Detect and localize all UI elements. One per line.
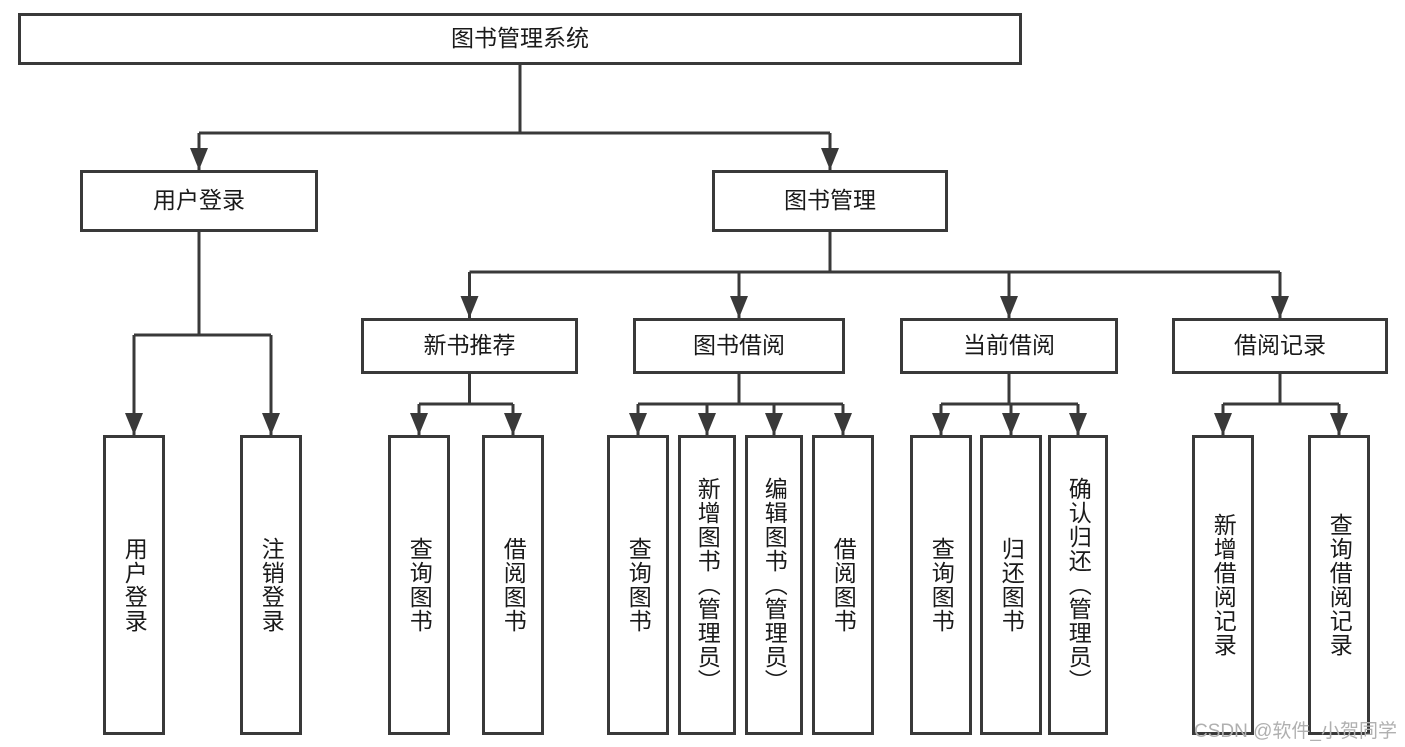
node-box-current-return-book[interactable] [980, 435, 1042, 735]
connector-layer [125, 65, 1348, 435]
node-label-root: 图书管理系统 [451, 25, 589, 51]
node-label-current-borrow: 当前借阅 [963, 332, 1055, 358]
node-box-borrow-record[interactable] [1172, 318, 1388, 374]
arrow-head-current-query-book [932, 413, 950, 435]
node-box-recommend-query-book[interactable] [388, 435, 450, 735]
node-box-borrow-borrow-book[interactable] [812, 435, 874, 735]
node-box-current-confirm-return[interactable] [1048, 435, 1108, 735]
node-box-new-book-recommend[interactable] [361, 318, 578, 374]
arrow-head-user-login-do [125, 413, 143, 435]
arrow-head-current-borrow [1000, 296, 1018, 318]
arrow-head-borrow-borrow-book [834, 413, 852, 435]
arrow-head-record-add [1214, 413, 1232, 435]
node-box-user-login[interactable] [80, 170, 318, 232]
node-box-layer [18, 13, 1388, 735]
node-box-recommend-borrow-book[interactable] [482, 435, 544, 735]
arrow-head-borrow-edit-book [765, 413, 783, 435]
arrow-head-new-book-recommend [460, 296, 479, 318]
node-box-current-query-book[interactable] [910, 435, 972, 735]
arrow-head-borrow-add-book [698, 413, 716, 435]
arrow-head-current-confirm-return [1069, 413, 1087, 435]
arrow-head-book-manage [821, 148, 839, 170]
arrow-head-book-borrow [730, 296, 748, 318]
node-box-current-borrow[interactable] [900, 318, 1118, 374]
node-box-book-manage[interactable] [712, 170, 948, 232]
node-box-borrow-query-book[interactable] [607, 435, 669, 735]
arrow-head-user-logout [262, 413, 280, 435]
node-box-record-add[interactable] [1192, 435, 1254, 735]
arrow-head-borrow-record [1271, 296, 1289, 318]
arrow-head-current-return-book [1002, 413, 1020, 435]
arrow-head-record-query [1330, 413, 1348, 435]
node-box-root[interactable] [18, 13, 1022, 65]
node-box-borrow-add-book[interactable] [678, 435, 736, 735]
arrow-head-recommend-query-book [410, 413, 428, 435]
node-box-user-logout[interactable] [240, 435, 302, 735]
node-box-borrow-edit-book[interactable] [745, 435, 803, 735]
watermark-text: CSDN @软件_小贺同学 [1194, 721, 1397, 742]
node-box-user-login-do[interactable] [103, 435, 165, 735]
node-label-book-borrow: 图书借阅 [693, 332, 785, 358]
node-label-user-login: 用户登录 [153, 187, 245, 213]
arrow-head-recommend-borrow-book [504, 413, 522, 435]
node-label-borrow-record: 借阅记录 [1234, 332, 1326, 358]
node-box-record-query[interactable] [1308, 435, 1370, 735]
node-box-book-borrow[interactable] [633, 318, 845, 374]
arrow-head-user-login [190, 148, 208, 170]
node-label-new-book-recommend: 新书推荐 [424, 332, 516, 358]
arrow-head-borrow-query-book [629, 413, 647, 435]
node-label-book-manage: 图书管理 [784, 187, 876, 213]
